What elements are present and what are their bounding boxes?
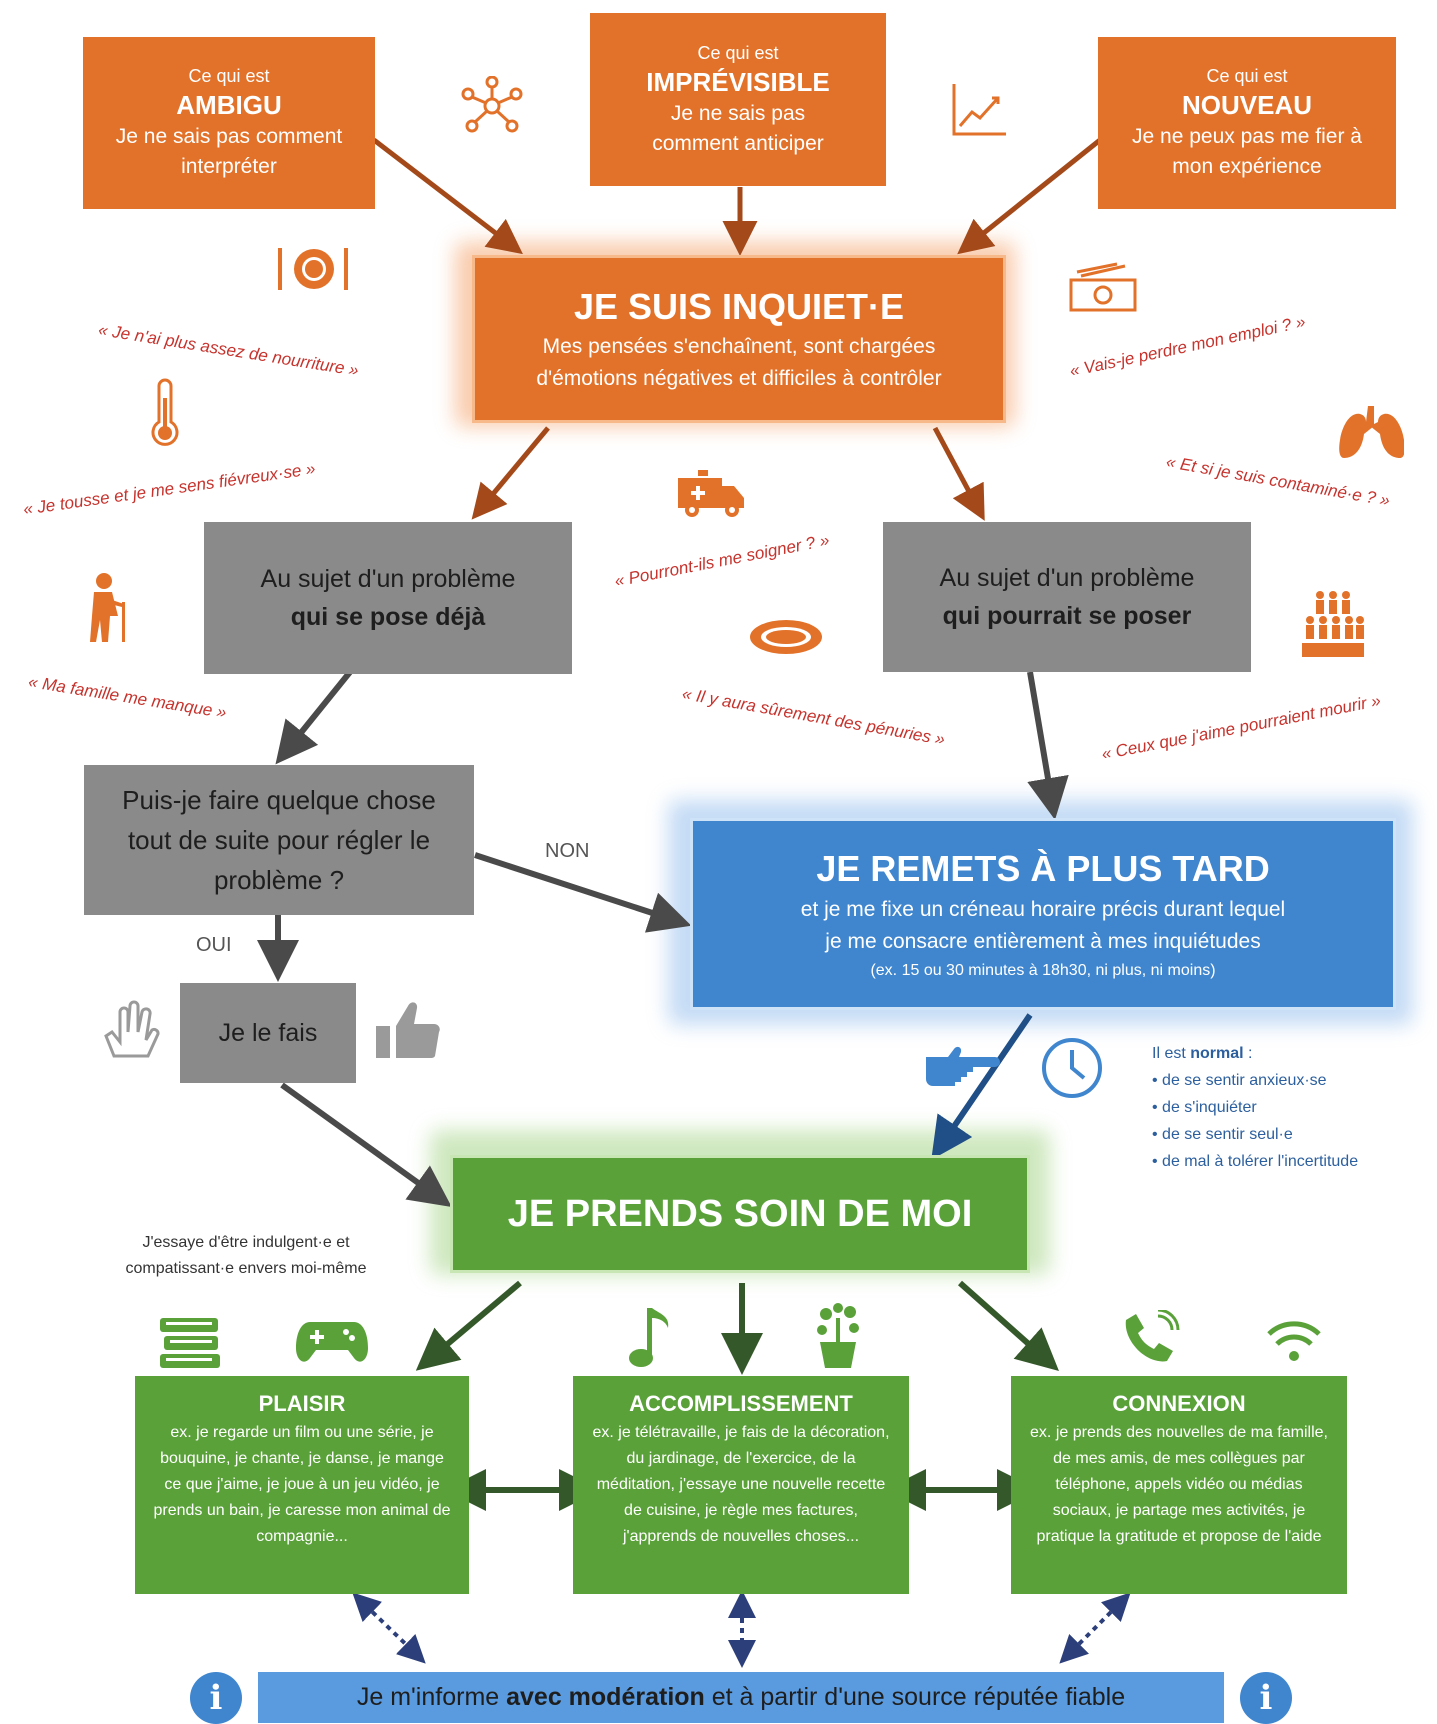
arrow-to-problem-now — [471, 426, 550, 520]
normal-item-text: de s'inquiéter — [1162, 1099, 1257, 1116]
dotted-arrow-plaisir — [352, 1592, 426, 1664]
money-icon — [1069, 262, 1137, 312]
box-ambigu-intro: Ce qui est — [188, 66, 270, 86]
activity-plaisir-text: ex. je regarde un film ou une série, je … — [153, 1424, 451, 1545]
info-bold: avec modération — [506, 1683, 705, 1711]
phone-icon — [1125, 1310, 1180, 1362]
activity-accomplissement-text: ex. je télétravaille, je fais de la déco… — [592, 1424, 890, 1545]
box-imprevisible-desc: Je ne sais pas comment anticiper — [652, 101, 824, 155]
info-after: et à partir d'une source réputée fiable — [704, 1683, 1126, 1711]
postpone-title: JE REMETS À PLUS TARD — [816, 848, 1270, 889]
normal-intro-bold: normal — [1190, 1045, 1244, 1062]
arrow-to-connexion — [958, 1280, 1059, 1371]
arrow-nouveau — [957, 138, 1102, 255]
thumbs-up-icon — [376, 1002, 440, 1058]
activity-accomplissement: ACCOMPLISSEMENT ex. je télétravaille, je… — [573, 1376, 909, 1594]
normal-item: • de se sentir anxieux·se — [1152, 1072, 1327, 1089]
info-before: Je m'informe — [356, 1683, 507, 1711]
box-ambigu-keyword: AMBIGU — [176, 90, 282, 120]
do-it-box: Je le fais — [180, 983, 356, 1083]
empty-plate-icon — [750, 620, 822, 654]
info-icon: i — [1240, 1672, 1292, 1724]
info-bar: Je m'informe avec modération et à partir… — [258, 1672, 1224, 1723]
info-icon: i — [190, 1672, 242, 1724]
box-nouveau-desc: Je ne peux pas me fier à mon expérience — [1132, 125, 1362, 178]
arrow-do-to-care — [280, 1082, 452, 1208]
arrow-non — [474, 852, 692, 933]
box-nouveau: Ce qui est NOUVEAU Je ne peux pas me fie… — [1098, 37, 1396, 209]
arrow-future-to-postpone — [1027, 671, 1069, 820]
activity-accomplissement-title: ACCOMPLISSEMENT — [629, 1391, 853, 1416]
box-ambigu-desc: Je ne sais pas comment interpréter — [115, 125, 343, 178]
arrow-ambigu — [372, 138, 523, 255]
box-imprevisible-intro: Ce qui est — [697, 42, 779, 63]
elderly-person-icon — [90, 573, 125, 642]
box-imprevisible: Ce qui est IMPRÉVISIBLE Je ne sais pas c… — [590, 13, 886, 186]
activity-connexion-title: CONNEXION — [1112, 1391, 1246, 1416]
normal-intro: Il est normal : — [1152, 1040, 1422, 1067]
box-imprevisible-keyword: IMPRÉVISIBLE — [646, 66, 830, 97]
postpone-line1: et je me fixe un créneau horaire précis … — [800, 898, 1286, 921]
normal-item-text: de se sentir anxieux·se — [1162, 1072, 1327, 1089]
box-nouveau-keyword: NOUVEAU — [1181, 90, 1312, 120]
sign-language-icon — [104, 1000, 160, 1058]
problem-future-box: Au sujet d'un problème qui pourrait se p… — [883, 522, 1251, 672]
central-title: JE SUIS INQUIET·E — [573, 286, 905, 327]
clock-icon — [1042, 1038, 1102, 1098]
activity-connexion-text: ex. je prends des nouvelles de ma famill… — [1030, 1424, 1328, 1545]
label-non: NON — [545, 840, 590, 862]
normal-item: • de s'inquiéter — [1152, 1099, 1257, 1116]
label-oui: OUI — [196, 934, 232, 956]
music-note-icon — [629, 1308, 669, 1367]
lungs-icon — [1339, 406, 1404, 458]
problem-now-line2: qui se pose déjà — [290, 603, 486, 631]
question-box: Puis-je faire quelque chose tout de suit… — [84, 765, 474, 915]
indulgent-note: J'essaye d'être indulgent·e et compatiss… — [86, 1230, 406, 1282]
activity-plaisir-title: PLAISIR — [258, 1391, 346, 1416]
arrow-postpone-to-care — [931, 1013, 1033, 1160]
problem-now-box: Au sujet d'un problème qui se pose déjà — [204, 522, 572, 674]
normal-item: • de mal à tolérer l'incertitude — [1152, 1153, 1359, 1170]
arrow-to-plaisir — [415, 1280, 522, 1371]
normal-item-text: de se sentir seul·e — [1162, 1126, 1293, 1143]
ambulance-icon — [678, 470, 744, 517]
problem-future-line2: qui pourrait se poser — [942, 602, 1192, 630]
do-it-text: Je le fais — [218, 1018, 318, 1047]
normal-item: • de se sentir seul·e — [1152, 1126, 1293, 1143]
network-icon — [461, 76, 523, 133]
wifi-icon — [1267, 1321, 1321, 1361]
care-title: JE PRENDS SOIN DE MOI — [507, 1192, 973, 1235]
pointing-hand-icon — [926, 1046, 1000, 1086]
normal-item-text: de mal à tolérer l'incertitude — [1162, 1153, 1359, 1170]
postpone-example: (ex. 15 ou 30 minutes à 18h30, ni plus, … — [870, 962, 1216, 979]
plant-icon — [817, 1303, 859, 1368]
postpone-box: JE REMETS À PLUS TARD et je me fixe un c… — [690, 818, 1396, 1010]
arrow-to-problem-future — [932, 426, 985, 521]
normal-note: Il est normal : • de se sentir anxieux·s… — [1152, 1040, 1422, 1175]
books-icon — [160, 1318, 220, 1368]
normal-intro-end: : — [1243, 1045, 1253, 1062]
dotted-arrow-connexion — [1059, 1592, 1131, 1664]
central-line2: d'émotions négatives et difficiles à con… — [536, 367, 942, 390]
problem-future-line1: Au sujet d'un problème — [939, 564, 1195, 592]
problem-now-line1: Au sujet d'un problème — [260, 565, 516, 593]
indulgent-line2: compatissant·e envers moi-même — [125, 1260, 367, 1277]
gamepad-icon — [296, 1322, 368, 1362]
indulgent-line1: J'essaye d'être indulgent·e et — [142, 1234, 350, 1251]
activity-connexion: CONNEXION ex. je prends des nouvelles de… — [1011, 1376, 1347, 1594]
box-nouveau-intro: Ce qui est — [1206, 66, 1288, 86]
thermometer-icon — [151, 378, 179, 446]
activity-plaisir: PLAISIR ex. je regarde un film ou une sé… — [135, 1376, 469, 1594]
central-line1: Mes pensées s'enchaînent, sont chargées — [542, 335, 936, 358]
plate-cutlery-icon — [278, 248, 348, 290]
question-text: Puis-je faire quelque chose tout de suit… — [122, 785, 436, 895]
care-box: JE PRENDS SOIN DE MOI — [450, 1155, 1030, 1273]
arrow-to-question — [275, 670, 353, 765]
central-worry-box: JE SUIS INQUIET·E Mes pensées s'enchaîne… — [472, 255, 1006, 423]
crowd-icon — [1302, 591, 1364, 657]
trend-chart-icon — [952, 84, 1006, 136]
box-ambigu: Ce qui est AMBIGU Je ne sais pas comment… — [83, 37, 375, 209]
postpone-line2: je me consacre entièrement à mes inquiét… — [825, 930, 1261, 953]
normal-intro-text: Il est — [1152, 1045, 1186, 1062]
